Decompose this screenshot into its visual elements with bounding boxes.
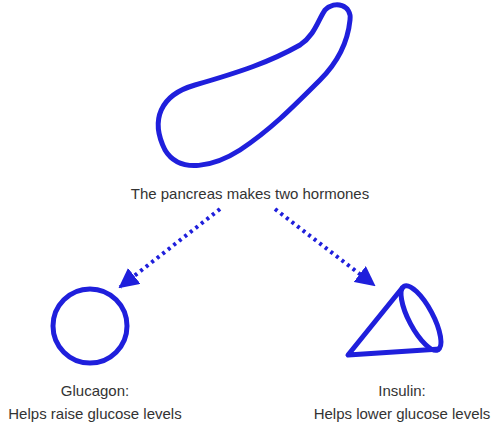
node-heading: The pancreas makes two hormones — [100, 182, 400, 205]
node-heading: Insulin: — [306, 379, 498, 402]
hormone-node: Glucagon:Helps raise glucose levels — [2, 285, 188, 425]
hormone-node: Insulin:Helps lower glucose levels — [306, 283, 498, 425]
dotted-arrow — [120, 209, 220, 287]
glucagon-circle — [2, 285, 188, 379]
dotted-arrow — [275, 209, 374, 285]
node-body: Helps raise glucose levels — [2, 402, 188, 425]
node-body: Helps lower glucose levels — [306, 402, 498, 425]
pancreas-outline — [100, 0, 400, 182]
organ-node: The pancreas makes two hormones — [100, 0, 400, 205]
node-heading: Glucagon: — [2, 379, 188, 402]
insulin-cone — [306, 283, 498, 379]
